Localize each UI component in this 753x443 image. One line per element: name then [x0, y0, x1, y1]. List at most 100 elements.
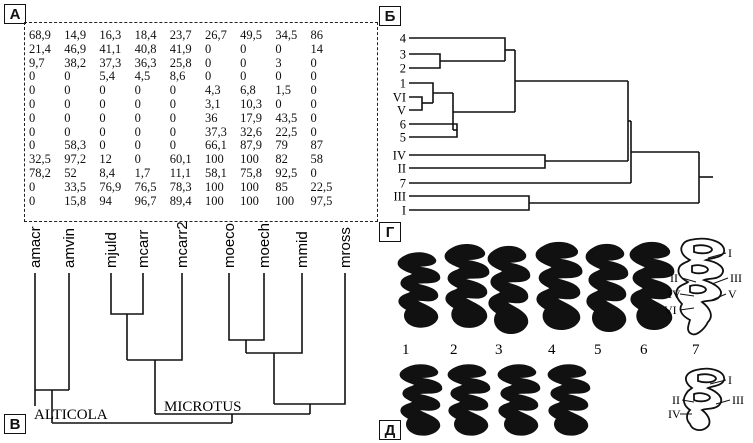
matrix-cell: 0 — [169, 96, 176, 111]
tooth-2 — [444, 244, 490, 328]
dendrogram-b-leaf-label: III — [394, 190, 407, 204]
matrix-cell: 0 — [64, 83, 71, 98]
species-label: amvin — [61, 228, 78, 268]
species-label: mjuld — [103, 232, 120, 268]
matrix-cell: 66,1 — [204, 138, 227, 153]
dendrogram-b-leaf-label: IV — [393, 149, 406, 163]
species-label: mross — [337, 227, 354, 268]
label-d-II: II — [672, 393, 680, 407]
matrix-cell: 32,5 — [29, 152, 51, 167]
matrix-cell: 0 — [99, 83, 106, 98]
matrix-cell: 78,3 — [169, 179, 192, 194]
matrix-cell: 96,7 — [134, 193, 157, 208]
tooth-3 — [487, 245, 531, 335]
matrix-cell: 100 — [204, 193, 224, 208]
tooth-d-1 — [399, 364, 443, 436]
label-d-I: I — [728, 373, 732, 387]
matrix-cell: 0 — [134, 138, 141, 153]
matrix-cell: 0 — [29, 96, 36, 111]
matrix-cell: 0 — [29, 69, 36, 84]
tooth-number-6: 6 — [640, 342, 648, 358]
matrix-cell: 0 — [134, 152, 141, 167]
tooth-7-outline — [675, 237, 725, 336]
tooth-number-1: 1 — [402, 342, 410, 358]
matrix-cell: 100 — [204, 152, 224, 167]
matrix-cell: 0 — [29, 138, 36, 153]
dendrogram-b-leaf-label: I — [402, 204, 406, 218]
matrix-cell: 0 — [169, 138, 176, 153]
tooth-d-labels: I II III IV — [668, 373, 744, 421]
matrix-cell: 22,5 — [310, 179, 333, 194]
tooth-d-4 — [547, 364, 591, 436]
panel-d-letter: Г — [379, 222, 401, 242]
matrix-cell: 0 — [134, 96, 141, 111]
label-g-IV: IV — [668, 287, 681, 301]
matrix-cell: 25,8 — [169, 55, 192, 70]
matrix-cell: 0 — [310, 165, 317, 180]
matrix-cell: 10,3 — [240, 96, 262, 111]
matrix-cell: 58 — [310, 152, 324, 167]
matrix-cell: 52 — [64, 165, 77, 180]
matrix-cell: 3,1 — [204, 96, 221, 111]
matrix-cell: 0 — [99, 124, 106, 139]
matrix-cell: 15,8 — [64, 193, 87, 208]
genus-microtus-label: MICROTUS — [164, 399, 242, 415]
matrix-cell: 8,6 — [169, 69, 186, 84]
dendrogram-b-leaf-label: 6 — [400, 118, 406, 132]
matrix-cell: 0 — [64, 110, 71, 125]
dendrogram-b-leaf-label: VI — [393, 91, 406, 105]
matrix-cell: 40,8 — [134, 41, 157, 56]
matrix-cell: 0 — [169, 83, 176, 98]
matrix-cell: 4,3 — [204, 83, 221, 98]
genus-alticola-label: ALTICOLA — [34, 407, 108, 423]
matrix-cell: 100 — [275, 193, 295, 208]
dendrogram-b-leaf-label: 7 — [400, 177, 406, 191]
matrix-cell: 82 — [275, 152, 288, 167]
matrix-cell: 100 — [240, 179, 259, 194]
matrix-cell: 0 — [64, 124, 71, 139]
matrix-cell: 38,2 — [64, 55, 87, 70]
dendrogram-b-leaf-label: 3 — [400, 48, 406, 62]
species-label: mcarr2 — [174, 221, 191, 268]
matrix-cell: 0 — [64, 69, 71, 84]
label-g-II: II — [670, 271, 678, 285]
dendrogram-b-leaf-label: 2 — [400, 62, 406, 76]
tooth-d-2 — [447, 364, 491, 436]
tooth-7-pointers — [679, 252, 729, 311]
matrix-cell: 58,3 — [64, 138, 87, 153]
panel-b-letter: Б — [379, 6, 401, 26]
matrix-cell: 0 — [29, 110, 36, 125]
matrix-cell: 0 — [204, 41, 212, 56]
matrix-cell: 76,5 — [134, 179, 157, 194]
tooth-number-5: 5 — [594, 342, 602, 358]
matrix-cell: 0 — [310, 55, 317, 70]
matrix-cell: 16,3 — [99, 28, 122, 42]
matrix-cell: 0 — [310, 124, 317, 139]
matrix-cell: 0 — [29, 193, 36, 208]
matrix-cell: 8,4 — [99, 165, 115, 180]
matrix-cell: 41,9 — [169, 41, 192, 56]
matrix-cell: 0 — [310, 69, 317, 84]
matrix-cell: 0 — [310, 83, 317, 98]
matrix-cell: 34,5 — [275, 28, 298, 42]
matrix-cell: 6,8 — [240, 83, 256, 98]
dendrogram-b-leaf-label: V — [397, 104, 406, 118]
tooth-5 — [585, 243, 629, 333]
matrix-cell: 18,4 — [134, 28, 157, 42]
matrix-cell: 0 — [240, 55, 247, 70]
teeth-panel-d: I II III IV — [399, 364, 744, 436]
tooth-number-4: 4 — [548, 342, 556, 358]
matrix-cell: 100 — [204, 179, 224, 194]
matrix-cell: 37,3 — [204, 124, 227, 139]
tooth-number-7: 7 — [692, 342, 700, 358]
